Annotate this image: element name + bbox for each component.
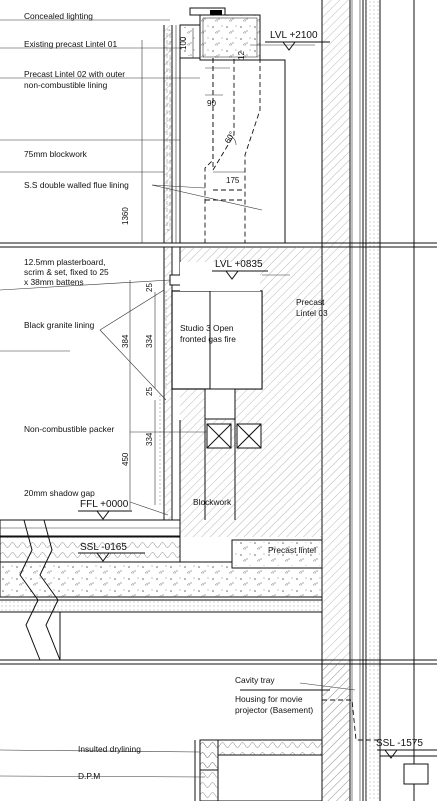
label-lintel03-line2: Lintel 03 [296,308,328,318]
dimension-texts: 100 12 90 60° 175 1360 25 384 334 25 334… [121,36,246,466]
middle-section [0,247,322,537]
label-precast-lintel: Precast lintel [268,545,316,555]
break-lines [0,242,437,665]
label-insulted-drylining: Insulted drylining [78,744,141,754]
label-packer: Non-combustible packer [24,424,115,434]
label-granite: Black granite lining [24,320,95,330]
dim-384: 384 [121,334,130,348]
label-blockwork-75: 75mm blockwork [24,149,88,159]
label-plaster-line1: 12.5mm plasterboard, [24,257,105,267]
dim-25-top: 25 [145,283,154,292]
label-shadow-gap: 20mm shadow gap [24,488,95,498]
level-ffl: FFL +0000 [80,499,129,510]
label-plaster-line3: x 38mm battens [24,277,84,287]
text-labels: Concealed lighting Existing precast Lint… [24,11,328,781]
dim-1360: 1360 [121,207,130,225]
floor-slab [0,519,323,661]
label-blockwork: Blockwork [193,497,232,507]
label-flue: S.S double walled flue lining [24,180,129,190]
label-plaster-line2: scrim & set, fixed to 25 [24,267,109,277]
label-housing-line1: Housing for movie [235,694,303,704]
label-fire-line1: Studio 3 Open [180,323,234,333]
dim-450: 450 [121,452,130,466]
dim-12: 12 [237,51,246,60]
dim-334-top: 334 [145,334,154,348]
label-fire-line2: fronted gas fire [180,334,236,344]
dim-60: 60° [223,130,237,145]
dim-334-bottom: 334 [145,432,154,446]
label-existing-lintel: Existing precast Lintel 01 [24,39,117,49]
lower-section [0,664,437,801]
label-lintel03-line1: Precast [296,297,325,307]
dim-100: 100 [179,36,188,50]
level-ssl-1575: SSL -1575 [376,738,423,749]
dim-175: 175 [226,176,240,185]
label-housing-line2: projector (Basement) [235,705,313,715]
label-lintel02-line1: Precast Lintel 02 with outer [24,69,125,79]
level-2100: LVL +2100 [270,30,318,41]
label-dpm: D.P.M [78,771,100,781]
level-markers [78,41,437,759]
label-cavity-tray: Cavity tray [235,675,275,685]
upper-section [0,7,315,243]
level-texts: LVL +2100 LVL +0835 FFL +0000 SSL -0165 … [80,30,423,749]
label-lintel02-line2: non-combustible lining [24,80,108,90]
dim-90: 90 [207,99,216,108]
level-ssl-0165: SSL -0165 [80,542,127,553]
level-0835: LVL +0835 [215,259,263,270]
dim-25-bottom: 25 [145,387,154,396]
label-concealed-lighting: Concealed lighting [24,11,93,21]
